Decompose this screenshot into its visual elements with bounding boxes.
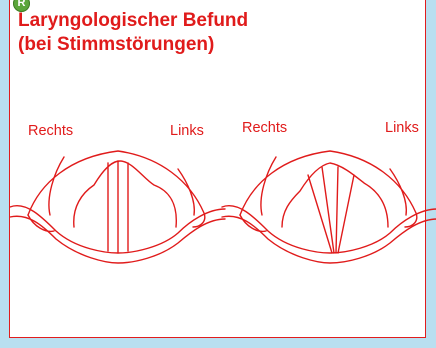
findings-panel: R Laryngologischer Befund (bei Stimmstör… bbox=[9, 0, 426, 338]
larynx-diagram-closed[interactable] bbox=[10, 135, 225, 275]
vocal-fold-right-inner bbox=[336, 167, 338, 253]
title-line-1: Laryngologischer Befund bbox=[18, 10, 248, 31]
diagram-2-right-label: Links bbox=[385, 120, 419, 136]
larynx-diagram-open[interactable] bbox=[222, 135, 436, 275]
outer-contour bbox=[28, 151, 205, 227]
vocal-fold-right-outer bbox=[338, 175, 354, 253]
glottis-outline bbox=[282, 163, 388, 227]
title-line-2: (bei Stimmstörungen) bbox=[18, 34, 214, 55]
inner-left-fold bbox=[261, 157, 276, 215]
inner-left-fold bbox=[49, 157, 64, 215]
glottis-outline bbox=[74, 161, 177, 227]
tracheal-ring-lower bbox=[222, 216, 436, 263]
page-title: Laryngologischer Befund (bei Stimmstörun… bbox=[18, 9, 248, 57]
diagram-2-left-label: Rechts bbox=[242, 120, 287, 136]
